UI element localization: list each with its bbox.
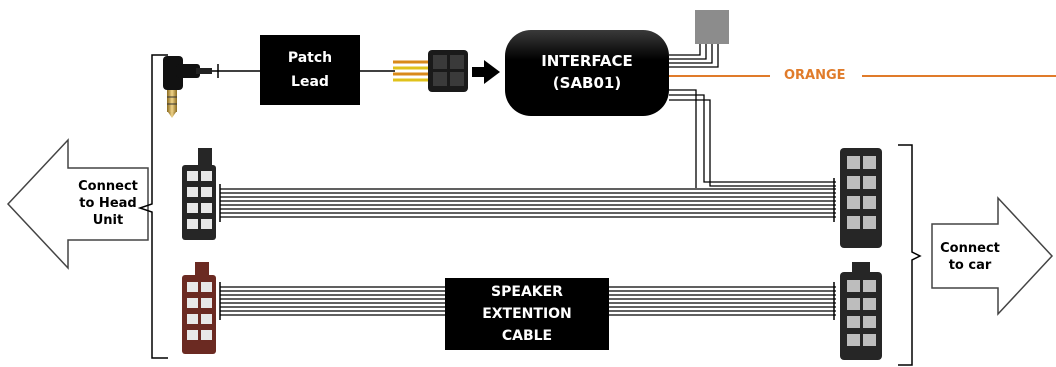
top-harness-wires xyxy=(220,188,836,218)
interface-down-wires xyxy=(669,89,836,188)
iso-connector-black-left-icon xyxy=(182,148,216,240)
jack-plug-icon xyxy=(163,56,212,118)
speaker-cable-line3: CABLE xyxy=(501,328,553,344)
interface-line2: (SAB01) xyxy=(552,74,622,92)
head-unit-line3: Unit xyxy=(92,213,124,228)
speaker-cable-label: SPEAKER EXTENTION CABLE xyxy=(445,278,609,350)
patch-lead-line1: Patch xyxy=(287,50,333,66)
plug-connector-icon xyxy=(393,50,468,92)
patch-lead-line2: Lead xyxy=(291,74,329,90)
grey-module-icon xyxy=(695,10,729,44)
head-unit-arrow-label: Connect to Head Unit xyxy=(66,178,150,229)
car-arrow-line1: Connect xyxy=(940,241,1000,256)
head-unit-line2: to Head xyxy=(79,196,137,211)
car-arrow-line2: to car xyxy=(948,258,992,273)
orange-wire-label: ORANGE xyxy=(784,68,846,83)
interface-module xyxy=(505,30,669,116)
right-bracket xyxy=(898,144,922,366)
car-arrow xyxy=(931,196,1054,316)
patch-lead-label: Patch Lead xyxy=(260,35,360,105)
top-wires xyxy=(669,44,719,68)
car-arrow-label: Connect to car xyxy=(938,240,1002,274)
speaker-cable-line2: EXTENTION xyxy=(482,306,572,322)
head-unit-line1: Connect xyxy=(78,179,138,194)
interface-label: INTERFACE (SAB01) xyxy=(520,42,654,102)
arrow-right-icon xyxy=(472,60,500,84)
left-bracket xyxy=(137,54,168,359)
interface-line1: INTERFACE xyxy=(541,52,633,70)
speaker-cable-line1: SPEAKER xyxy=(491,284,563,300)
head-unit-arrow xyxy=(6,138,149,270)
iso-connector-black-right-bottom-icon xyxy=(840,262,882,360)
iso-connector-black-right-top-icon xyxy=(840,148,882,248)
iso-connector-brown-left-icon xyxy=(182,262,216,354)
